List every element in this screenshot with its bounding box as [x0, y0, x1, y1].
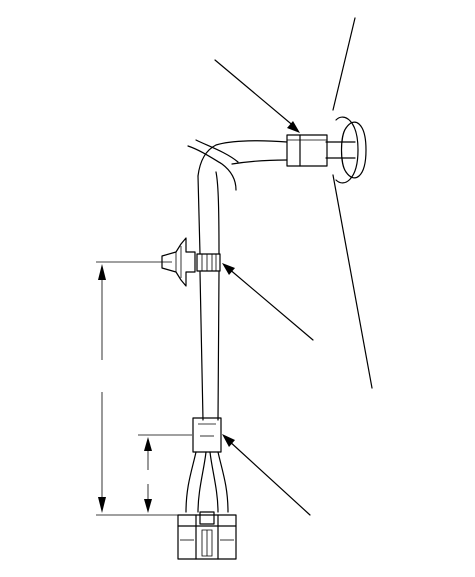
connector-bottom [192, 417, 222, 453]
body-panel-edge [332, 17, 373, 389]
harness-vertical-trunk [197, 171, 220, 421]
clip-middle [161, 237, 221, 287]
dimension-long-span [96, 261, 180, 516]
dimension-short-span [138, 434, 192, 513]
block-connector [177, 511, 237, 560]
panel-grommet [325, 116, 367, 184]
leader-connector-bottom [222, 434, 311, 516]
leader-connector-top [214, 59, 300, 133]
harness-horizontal-run [187, 139, 288, 191]
connector-top [286, 134, 328, 167]
leader-clip-middle [222, 263, 314, 341]
harness-fanout [185, 451, 229, 513]
